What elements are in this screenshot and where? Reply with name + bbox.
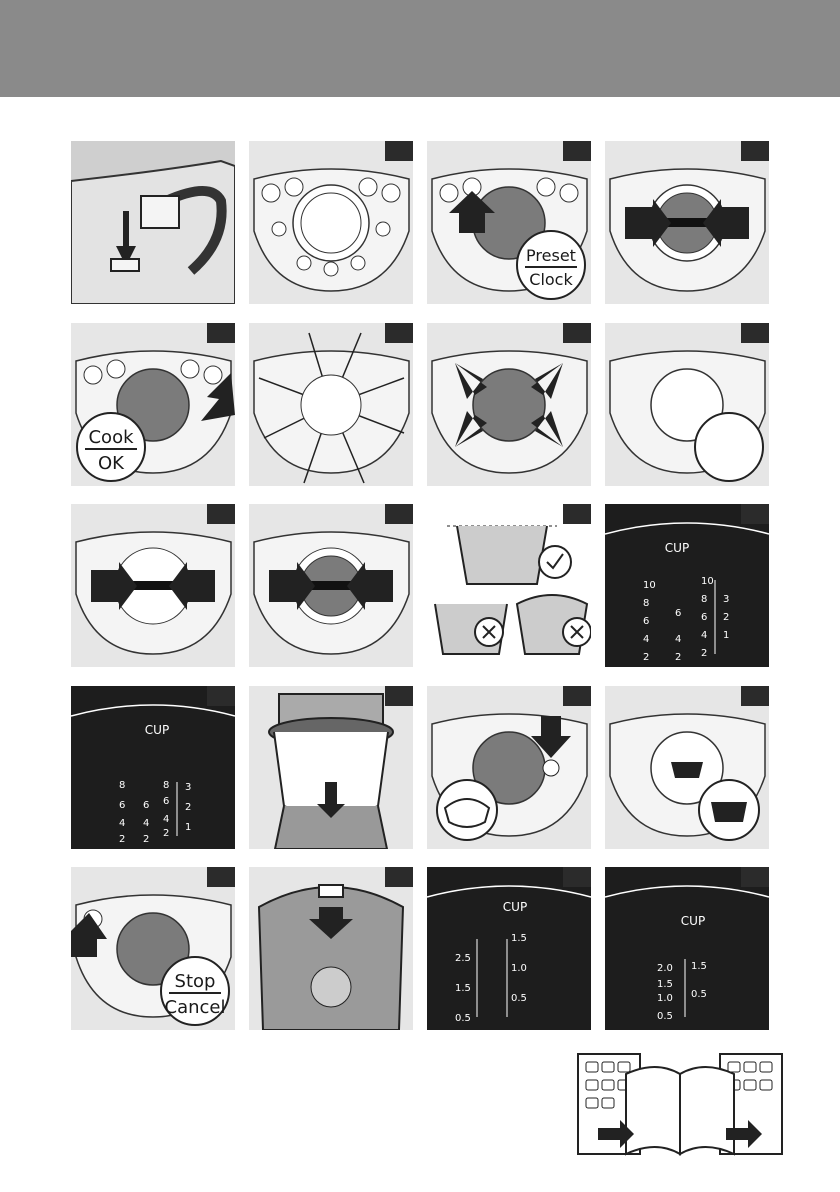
svg-text:3: 3 xyxy=(723,594,729,605)
svg-text:1.5: 1.5 xyxy=(657,979,673,990)
step-display-set-2 xyxy=(71,504,235,667)
svg-text:8: 8 xyxy=(701,594,707,605)
svg-text:2: 2 xyxy=(701,648,707,659)
svg-text:1.5: 1.5 xyxy=(691,961,707,972)
step-display-set xyxy=(605,141,769,304)
cancel-label: Cancel xyxy=(165,997,226,1018)
svg-text:0.5: 0.5 xyxy=(511,993,527,1004)
step-stop-cancel: Stop Cancel xyxy=(71,867,235,1030)
attach-accessory-illustration xyxy=(71,141,235,304)
svg-text:8: 8 xyxy=(119,780,125,791)
svg-text:4: 4 xyxy=(119,818,125,829)
svg-text:8: 8 xyxy=(163,780,169,791)
step-cup-scale-d: CUP 2.0 1.5 1.0 0.5 1.5 0.5 xyxy=(605,867,769,1030)
cup-title: CUP xyxy=(665,541,689,555)
svg-text:CUP: CUP xyxy=(681,914,705,928)
step-four-arrows xyxy=(427,323,591,486)
svg-text:1.5: 1.5 xyxy=(511,933,527,944)
svg-text:4: 4 xyxy=(675,634,681,645)
svg-text:1.0: 1.0 xyxy=(511,963,527,974)
svg-text:2: 2 xyxy=(185,802,191,813)
svg-text:2.5: 2.5 xyxy=(455,953,471,964)
step-insert-pot xyxy=(249,686,413,849)
svg-text:4: 4 xyxy=(163,814,169,825)
step-attach-accessory xyxy=(71,141,235,304)
svg-text:8: 8 xyxy=(643,598,649,609)
svg-text:0.5: 0.5 xyxy=(691,989,707,1000)
step-cook-ok: Cook OK xyxy=(71,323,235,486)
svg-text:2: 2 xyxy=(675,652,681,663)
svg-text:2: 2 xyxy=(643,652,649,663)
svg-text:2: 2 xyxy=(163,828,169,839)
svg-text:6: 6 xyxy=(675,608,681,619)
preset-label: Preset xyxy=(526,246,576,265)
stop-label: Stop xyxy=(175,971,216,992)
svg-text:1: 1 xyxy=(723,630,729,641)
svg-text:0.5: 0.5 xyxy=(657,1011,673,1022)
svg-text:1: 1 xyxy=(185,822,191,833)
open-book-icon xyxy=(576,1050,784,1162)
step-cup-scale-b: CUP 8 6 4 2 6 4 2 8 6 4 2 3 2 1 xyxy=(71,686,235,849)
svg-text:1.0: 1.0 xyxy=(657,993,673,1004)
svg-text:6: 6 xyxy=(643,616,649,627)
svg-text:6: 6 xyxy=(119,800,125,811)
svg-text:2: 2 xyxy=(143,834,149,845)
svg-text:10: 10 xyxy=(701,576,714,587)
svg-text:6: 6 xyxy=(143,800,149,811)
step-display-set-3 xyxy=(249,504,413,667)
step-menu-porridge xyxy=(605,686,769,849)
page-header-band xyxy=(0,0,840,97)
step-menu-rice xyxy=(427,686,591,849)
step-water-level xyxy=(427,504,591,667)
svg-text:CUP: CUP xyxy=(503,900,527,914)
svg-text:3: 3 xyxy=(185,782,191,793)
svg-text:2.0: 2.0 xyxy=(657,963,673,974)
step-cup-scale-c: CUP 2.5 1.5 0.5 1.5 1.0 0.5 xyxy=(427,867,591,1030)
step-cup-scale-a: CUP 10 8 6 4 2 6 4 2 10 8 6 4 2 3 2 1 xyxy=(605,504,769,667)
step-display-blank xyxy=(605,323,769,486)
step-preset-clock: Preset Clock xyxy=(427,141,591,304)
svg-text:2: 2 xyxy=(119,834,125,845)
clock-label: Clock xyxy=(529,270,573,289)
svg-text:6: 6 xyxy=(701,612,707,623)
svg-text:2: 2 xyxy=(723,612,729,623)
svg-text:0.5: 0.5 xyxy=(455,1013,471,1024)
svg-text:6: 6 xyxy=(163,796,169,807)
ok-label: OK xyxy=(98,453,125,474)
cook-label: Cook xyxy=(88,427,134,448)
svg-text:10: 10 xyxy=(643,580,656,591)
step-control-panel xyxy=(249,141,413,304)
svg-text:CUP: CUP xyxy=(145,723,169,737)
svg-text:4: 4 xyxy=(143,818,149,829)
svg-text:4: 4 xyxy=(701,630,707,641)
step-display-flash xyxy=(249,323,413,486)
svg-text:1.5: 1.5 xyxy=(455,983,471,994)
svg-text:4: 4 xyxy=(643,634,649,645)
step-close-lid xyxy=(249,867,413,1030)
control-panel-illustration xyxy=(249,141,413,304)
